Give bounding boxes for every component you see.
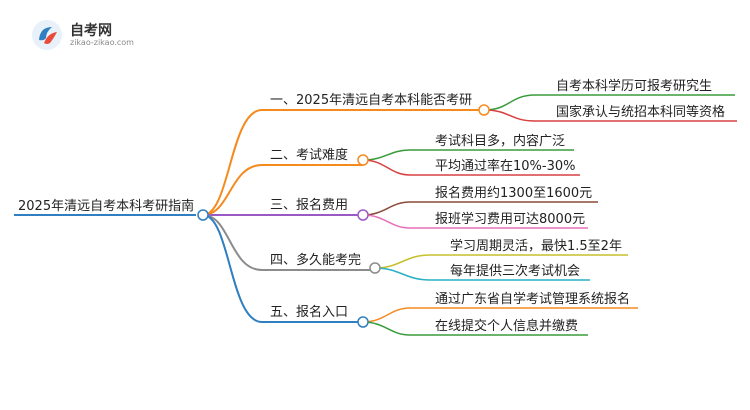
- root-toggle[interactable]: [197, 209, 209, 221]
- branch-3[interactable]: 三、报名费用 报名费用约1300至1600元 报班学习费用可达8000元: [262, 185, 598, 229]
- leaf-label: 报名费用约1300至1600元: [435, 185, 592, 201]
- branch-label: 三、报名费用: [270, 197, 348, 213]
- leaf-label: 考试科目多，内容广泛: [435, 133, 565, 149]
- branch-1[interactable]: 一、2025年清远自考本科能否考研 自考本科学历可报考研究生 国家承认与统招本科…: [262, 78, 737, 122]
- leaf-label: 每年提供三次考试机会: [450, 263, 580, 279]
- brand-name: 自考网: [70, 23, 112, 39]
- leaf-connector: [362, 321, 588, 336]
- leaf-label: 学习周期灵活，最快1.5至2年: [450, 238, 622, 254]
- branch-label: 一、2025年清远自考本科能否考研: [270, 93, 472, 108]
- branch-label: 二、考试难度: [270, 147, 348, 163]
- leaf-connector: [362, 149, 574, 161]
- brand-url: zikao-zikao.com: [70, 38, 134, 47]
- leaf-label: 国家承认与统招本科同等资格: [556, 104, 725, 120]
- leaf-label: 平均通过率在10%-30%: [435, 158, 575, 174]
- connector-branch-4: [202, 214, 263, 271]
- leaf-label: 通过广东省自学考试管理系统报名: [435, 291, 630, 307]
- connector-branch-2: [202, 164, 263, 216]
- leaf-label: 自考本科学历可报考研究生: [556, 78, 712, 94]
- leaf-label: 报班学习费用可达8000元: [435, 211, 585, 227]
- branch-toggle[interactable]: [357, 154, 369, 166]
- leaf-label: 在线提交个人信息并缴费: [435, 318, 578, 334]
- branch-toggle[interactable]: [478, 104, 490, 116]
- connector-branch-1: [202, 109, 263, 216]
- branch-2[interactable]: 二、考试难度 考试科目多，内容广泛 平均通过率在10%-30%: [262, 133, 580, 176]
- logo-icon: [32, 20, 62, 50]
- branch-toggle[interactable]: [357, 316, 369, 328]
- branch-4[interactable]: 四、多久能考完 学习周期灵活，最快1.5至2年 每年提供三次考试机会: [262, 238, 628, 281]
- branch-toggle[interactable]: [369, 262, 381, 274]
- leaf-connector: [362, 307, 638, 323]
- site-logo: [30, 18, 150, 52]
- leaf-connector: [362, 214, 588, 229]
- leaf-connector: [483, 94, 735, 111]
- leaf-connector: [374, 254, 628, 269]
- branch-5[interactable]: 五、报名入口 通过广东省自学考试管理系统报名 在线提交个人信息并缴费: [262, 291, 638, 336]
- root-label: 2025年清远自考本科考研指南: [18, 198, 194, 214]
- branch-label: 四、多久能考完: [270, 252, 361, 268]
- leaf-connector: [374, 267, 590, 281]
- connector-branch-5: [202, 214, 263, 323]
- branch-label: 五、报名入口: [270, 304, 348, 320]
- leaf-connector: [362, 201, 598, 216]
- leaf-connector: [362, 159, 580, 176]
- root-node[interactable]: 2025年清远自考本科考研指南: [14, 198, 196, 216]
- branch-toggle[interactable]: [357, 209, 369, 221]
- leaf-connector: [483, 109, 737, 122]
